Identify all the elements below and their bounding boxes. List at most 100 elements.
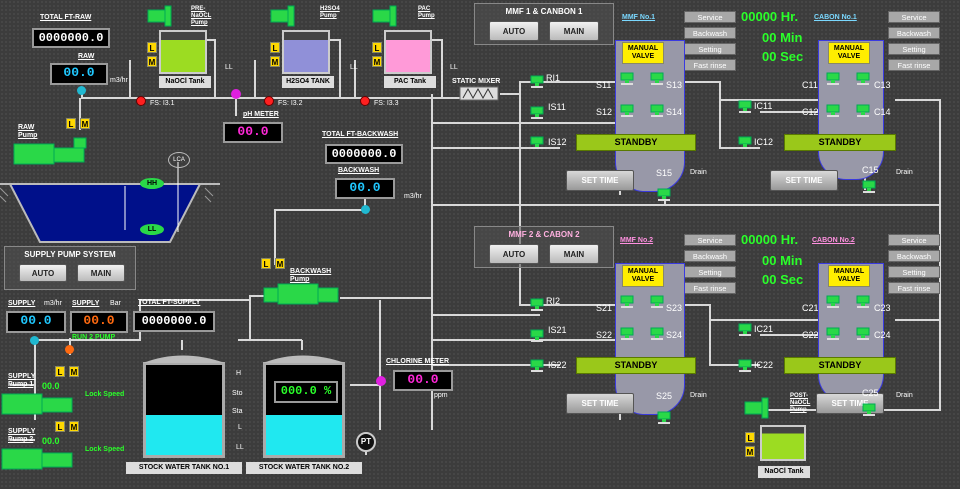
cabon-service-button[interactable]: Service	[888, 11, 940, 23]
valve-label: IS21	[548, 325, 567, 335]
cabon-set-time-button[interactable]: SET TIME	[770, 170, 838, 191]
mmf-fast-rinse-button[interactable]: Fast rinse	[684, 282, 736, 294]
valve-s25[interactable]	[657, 411, 671, 424]
valve-label: IC22	[754, 360, 774, 370]
level-h: H	[236, 370, 242, 377]
post-naocl-pump-icon[interactable]	[742, 396, 778, 420]
mmf-setting-button[interactable]: Setting	[684, 266, 736, 278]
cabon-setting-button[interactable]: Setting	[888, 266, 940, 278]
bw-mode-m: M	[275, 258, 285, 269]
mmf-backwash-button[interactable]: Backwash	[684, 27, 736, 39]
valve-s22[interactable]	[620, 327, 634, 340]
fs1-label: FS: I3.1	[150, 100, 175, 107]
mmf-label: MMF No.1	[622, 14, 656, 21]
valve-is12[interactable]	[530, 136, 544, 149]
group-main-button[interactable]: MAIN	[549, 244, 599, 264]
cabon-service-button[interactable]: Service	[888, 234, 940, 246]
h2so4-pump-label: H2SO4 Pump	[320, 6, 340, 19]
valve-c13[interactable]	[856, 72, 870, 85]
valve-ri1[interactable]	[530, 75, 544, 88]
raw-ll-indicator: LL	[140, 224, 164, 235]
valve-icon	[856, 327, 870, 340]
valve-label: IC11	[754, 101, 773, 111]
h2so4-tank-label: H2SO4 TANK	[282, 76, 334, 88]
raw-pump-icon[interactable]	[12, 136, 92, 170]
valve-icon	[530, 359, 544, 372]
mmf-service-button[interactable]: Service	[684, 234, 736, 246]
total-ft-raw-display: 0000000.0	[32, 28, 110, 48]
backwash-flow-label: BACKWASH	[338, 167, 380, 174]
h2so4-unit[interactable]: H2SO4 Pump L M H2SO4 TANK	[268, 4, 340, 92]
mmf-service-button[interactable]: Service	[684, 11, 736, 23]
tank-1-level-fill	[146, 414, 222, 455]
supply-pump-2-icon[interactable]	[0, 443, 80, 473]
valve-c25[interactable]	[862, 403, 876, 416]
valve-icon	[620, 104, 634, 117]
minutes-counter: 00 Min	[762, 30, 803, 45]
seconds-counter: 00 Sec	[762, 272, 804, 287]
pre-naocl-unit[interactable]: PRE-NaOCL Pump L M NaOCl Tank	[145, 4, 211, 92]
valve-label: C22	[802, 330, 819, 340]
level-ll: LL	[236, 444, 244, 451]
backwash-pump-icon[interactable]	[262, 278, 342, 308]
valve-label: C13	[874, 80, 891, 90]
valve-s23[interactable]	[650, 295, 664, 308]
valve-s15[interactable]	[657, 188, 671, 201]
valve-label: C14	[874, 107, 891, 117]
valve-s12[interactable]	[620, 104, 634, 117]
group-main-button[interactable]: MAIN	[549, 21, 599, 41]
valve-c12[interactable]	[826, 104, 840, 117]
cabon-fast-rinse-button[interactable]: Fast rinse	[888, 282, 940, 294]
valve-c11[interactable]	[826, 72, 840, 85]
total-ft-backwash-display: 0000000.0	[325, 144, 403, 164]
valve-c23[interactable]	[856, 295, 870, 308]
valve-ri2[interactable]	[530, 298, 544, 311]
stock-water-tank-1	[143, 362, 225, 458]
cabon-setting-button[interactable]: Setting	[888, 43, 940, 55]
valve-is11[interactable]	[530, 106, 544, 119]
supply-pump-1-icon[interactable]	[0, 388, 80, 418]
static-mixer-label: STATIC MIXER	[452, 78, 501, 85]
valve-s11[interactable]	[620, 72, 634, 85]
cabon-fast-rinse-button[interactable]: Fast rinse	[888, 59, 940, 71]
mmf-setting-button[interactable]: Setting	[684, 43, 736, 55]
valve-c22[interactable]	[826, 327, 840, 340]
supply-main-button[interactable]: MAIN	[77, 264, 125, 282]
valve-s21[interactable]	[620, 295, 634, 308]
valve-is21[interactable]	[530, 329, 544, 342]
valve-c15[interactable]	[862, 180, 876, 193]
ph-meter-display: 00.0	[223, 122, 283, 143]
valve-icon	[530, 329, 544, 342]
pac-unit[interactable]: PAC Pump L M PAC Tank	[370, 4, 436, 92]
valve-ic22[interactable]	[738, 359, 752, 372]
mode-m-indicator: M	[270, 56, 280, 67]
mmf-fast-rinse-button[interactable]: Fast rinse	[684, 59, 736, 71]
stock-tank-2-label: STOCK WATER TANK NO.2	[246, 462, 362, 474]
valve-s14[interactable]	[650, 104, 664, 117]
valve-s13[interactable]	[650, 72, 664, 85]
group-auto-button[interactable]: AUTO	[489, 21, 539, 41]
naocl-tank	[159, 30, 207, 74]
valve-ic21[interactable]	[738, 323, 752, 336]
mmf-set-time-button[interactable]: SET TIME	[566, 393, 634, 414]
group-auto-button[interactable]: AUTO	[489, 244, 539, 264]
valve-s24[interactable]	[650, 327, 664, 340]
mmf-set-time-button[interactable]: SET TIME	[566, 170, 634, 191]
valve-c14[interactable]	[856, 104, 870, 117]
cabon-backwash-button[interactable]: Backwash	[888, 27, 940, 39]
pump-icon	[147, 5, 172, 27]
supply-auto-button[interactable]: AUTO	[19, 264, 67, 282]
cabon-backwash-button[interactable]: Backwash	[888, 250, 940, 262]
valve-c24[interactable]	[856, 327, 870, 340]
mmf-backwash-button[interactable]: Backwash	[684, 250, 736, 262]
pre-naocl-pump-label: PRE-NaOCL Pump	[191, 6, 212, 26]
raw-hh-indicator: HH	[140, 178, 164, 189]
valve-ic12[interactable]	[738, 136, 752, 149]
valve-ic11[interactable]	[738, 100, 752, 113]
cabon-standby-status: STANDBY	[784, 357, 896, 374]
valve-is22[interactable]	[530, 359, 544, 372]
post-naocl-tank	[760, 425, 806, 461]
valve-c21[interactable]	[826, 295, 840, 308]
valve-icon	[862, 180, 876, 193]
valve-label: S13	[666, 80, 683, 90]
